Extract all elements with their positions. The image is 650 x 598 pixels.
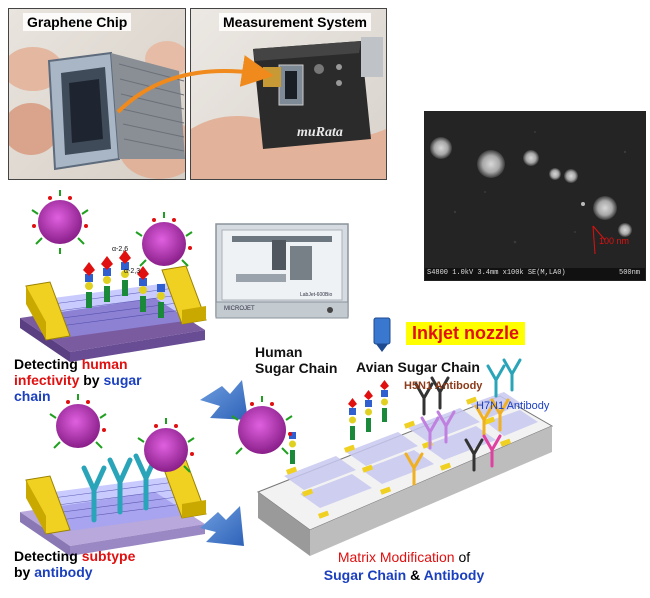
printer-model: LabJet-600Bio xyxy=(300,292,333,298)
caption-text: by xyxy=(14,564,35,580)
matrix-antibodies xyxy=(404,358,522,486)
printer-brand: MICROJET xyxy=(224,306,255,312)
matrix-sugar-chains xyxy=(289,380,389,464)
caption-human-word: human xyxy=(81,356,128,372)
caption-human-infectivity: Detecting human infectivity by sugar cha… xyxy=(14,356,142,404)
measurement-system-label: Measurement System xyxy=(219,13,371,31)
matrix-antibody-word: Antibody xyxy=(423,567,485,583)
human-sugar-chain-label: Human Sugar Chain xyxy=(255,344,337,376)
caption-subtype: Detecting subtype by antibody xyxy=(14,548,135,580)
sugar-alpha-26: α-2,6 xyxy=(112,246,129,253)
matrix-of-word: of xyxy=(454,549,471,565)
virus-matrix xyxy=(231,396,293,455)
arrow-to-matrix-bottom xyxy=(200,506,244,546)
sem-scale-bar-label: 100 nm xyxy=(599,236,630,246)
inkjet-nozzle-label: Inkjet nozzle xyxy=(406,322,526,345)
h7n1-antibody-label: H7N1 Antibody xyxy=(476,400,550,412)
human-sugar-line2: Sugar Chain xyxy=(255,360,338,376)
sem-caption: S4800 1.0kV 3.4mm x100k SE(M,LA0) xyxy=(427,269,566,277)
avian-sugar-chain-label: Avian Sugar Chain xyxy=(356,359,480,375)
matrix-pads xyxy=(286,396,512,519)
virus-bottom-right xyxy=(137,418,195,473)
h5n1-antibody-label: H5N1 Antibody xyxy=(404,380,483,392)
measurement-system-illustration xyxy=(191,37,386,179)
sem-particles xyxy=(425,112,645,280)
matrix-amp: & xyxy=(406,567,424,583)
virus-top-right xyxy=(135,212,193,267)
caption-antibody-word: antibody xyxy=(34,564,93,580)
sugar-chains-top xyxy=(83,250,165,318)
sem-scale: 500nm xyxy=(619,269,641,277)
caption-infectivity-word: infectivity xyxy=(14,372,80,388)
caption-subtype-word: subtype xyxy=(81,548,136,564)
matrix-modification-word: Matrix Modification xyxy=(337,549,455,565)
graphene-chip-label: Graphene Chip xyxy=(23,13,132,31)
matrix-chip xyxy=(231,358,554,556)
caption-text: Detecting xyxy=(14,356,82,372)
caption-sugar-word: sugar xyxy=(103,372,142,388)
matrix-caption: Matrix Modification of Sugar Chain & Ant… xyxy=(306,548,502,584)
inkjet-printer-photo: MICROJET LabJet-600Bio xyxy=(212,222,352,324)
virus-top-left xyxy=(31,190,89,254)
inkjet-nozzle-icon xyxy=(373,317,391,352)
matrix-sugar-chain-word: Sugar Chain xyxy=(323,567,407,583)
antibodies-left xyxy=(81,453,159,523)
chip-antibody xyxy=(20,459,207,556)
murata-logo: muRata xyxy=(297,125,343,140)
caption-text: Detecting xyxy=(14,548,82,564)
arrow-to-matrix-top xyxy=(200,380,248,420)
virus-bottom-left xyxy=(49,394,107,449)
caption-text: by xyxy=(79,372,104,388)
chip-sugar-chain xyxy=(20,265,207,362)
human-sugar-line1: Human xyxy=(255,344,303,360)
caption-chain-word: chain xyxy=(14,388,51,404)
printer-illustration xyxy=(215,223,349,319)
sem-image: 100 nm S4800 1.0kV 3.4mm x100k SE(M,LA0)… xyxy=(424,111,646,281)
sugar-alpha-23: α-2,3 xyxy=(124,268,141,275)
